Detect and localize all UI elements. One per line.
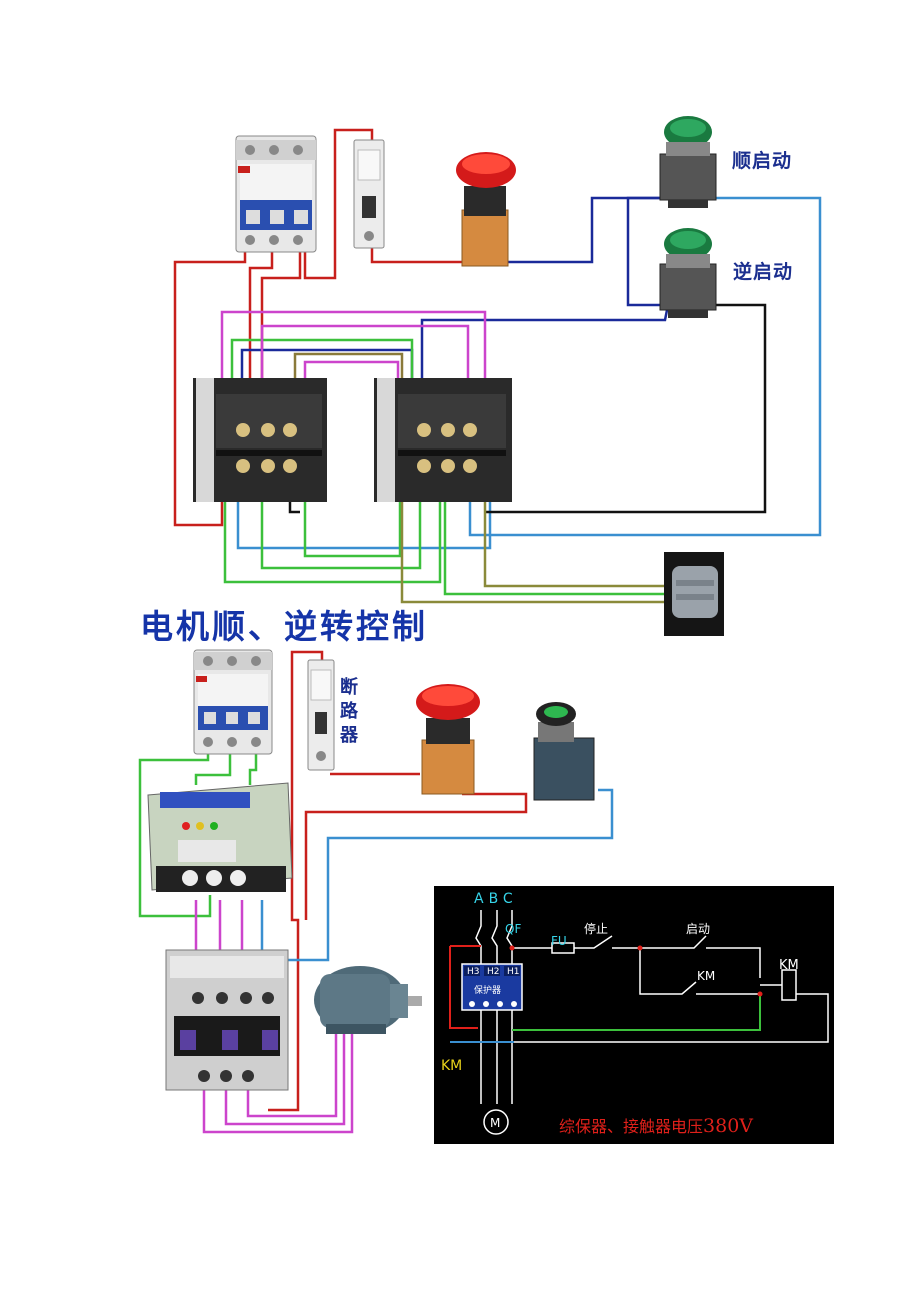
contactor-bottom	[165, 949, 289, 1091]
protector-label: 保护器	[474, 986, 502, 996]
km-contact-label: KM	[697, 969, 716, 983]
stop-label: 停止	[584, 922, 609, 936]
h1-label: H1	[507, 967, 520, 977]
breaker-label-char-3: 器	[340, 725, 358, 746]
schematic-caption: 综保器、接触器电压380V	[559, 1113, 753, 1137]
single-pole-breaker-bottom	[307, 659, 335, 771]
h2-label: H2	[487, 967, 500, 977]
reverse-start-button	[659, 228, 717, 318]
wire-magenta-b4	[202, 1030, 354, 1134]
wire-black-1	[485, 303, 767, 514]
wire-green-b2	[194, 750, 232, 785]
wire-lightblue-2	[236, 490, 492, 550]
wire-olive-1	[293, 352, 404, 382]
wire-magenta-3	[303, 360, 400, 385]
motor-top	[664, 552, 724, 636]
caption-voltage: 380V	[703, 1115, 754, 1137]
start-button-bottom	[533, 702, 595, 801]
h3-label: H3	[467, 967, 480, 977]
wire-red-1	[173, 250, 247, 527]
wire-magenta-b5	[224, 1030, 346, 1126]
schematic-graphics	[434, 886, 834, 1144]
three-pole-breaker-top	[235, 135, 317, 253]
wire-green-2	[260, 490, 422, 570]
wire-red-2	[303, 128, 374, 280]
wire-lightblue-b1	[270, 788, 614, 962]
qf-label: QF	[505, 922, 522, 936]
wire-magenta-2	[260, 324, 470, 385]
wire-magenta-b6	[246, 1030, 338, 1118]
wire-green-3	[303, 490, 402, 558]
contactor-right	[374, 378, 512, 502]
contactor-left	[193, 378, 327, 502]
start-label: 启动	[686, 922, 711, 936]
wire-red-b3	[304, 792, 528, 920]
wire-olive-2	[400, 490, 668, 604]
wire-green-1	[223, 490, 442, 584]
wire-red-b1	[268, 650, 324, 1112]
wire-green-b1	[138, 750, 212, 918]
wire-olive-3	[443, 490, 668, 596]
single-pole-breaker-top	[353, 139, 385, 249]
fu-label: FU	[551, 934, 567, 948]
top-wires	[173, 128, 822, 604]
breaker-label: 断 路 器	[340, 676, 360, 748]
wire-green-4	[230, 338, 414, 385]
wire-red-3	[370, 248, 468, 264]
km-coil-label: KM	[779, 958, 799, 973]
km-main-label: KM	[441, 1058, 463, 1074]
breaker-label-char-2: 路	[340, 701, 358, 722]
motor-symbol-label: M	[490, 1116, 501, 1130]
breaker-label-char-1: 断	[340, 677, 358, 698]
reverse-start-label: 逆启动	[733, 261, 794, 283]
wire-green-b3	[248, 750, 258, 785]
emergency-stop-button-bottom	[416, 684, 480, 795]
wire-olive-4	[483, 490, 668, 588]
schematic-panel: ABC QF FU 停止 启动 KM KM KM M H3 H2 H1 保护器 …	[434, 886, 834, 1144]
forward-start-button	[659, 116, 717, 208]
three-pole-breaker-bottom	[193, 649, 273, 755]
wire-red-4	[248, 250, 274, 380]
forward-start-label: 顺启动	[732, 150, 793, 172]
wire-lightblue-1	[468, 196, 822, 537]
motor-protector	[147, 782, 293, 892]
wire-blue-3	[420, 304, 670, 382]
wire-magenta-1	[220, 310, 487, 385]
phase-labels: ABC	[474, 891, 518, 907]
diagram-title: 电机顺、逆转控制	[140, 607, 428, 646]
wire-blue-1	[508, 196, 668, 264]
wire-blue-2	[626, 196, 668, 307]
emergency-stop-button-top	[456, 152, 516, 267]
motor-bottom	[314, 966, 422, 1034]
caption-text: 综保器、接触器电压	[559, 1117, 704, 1136]
